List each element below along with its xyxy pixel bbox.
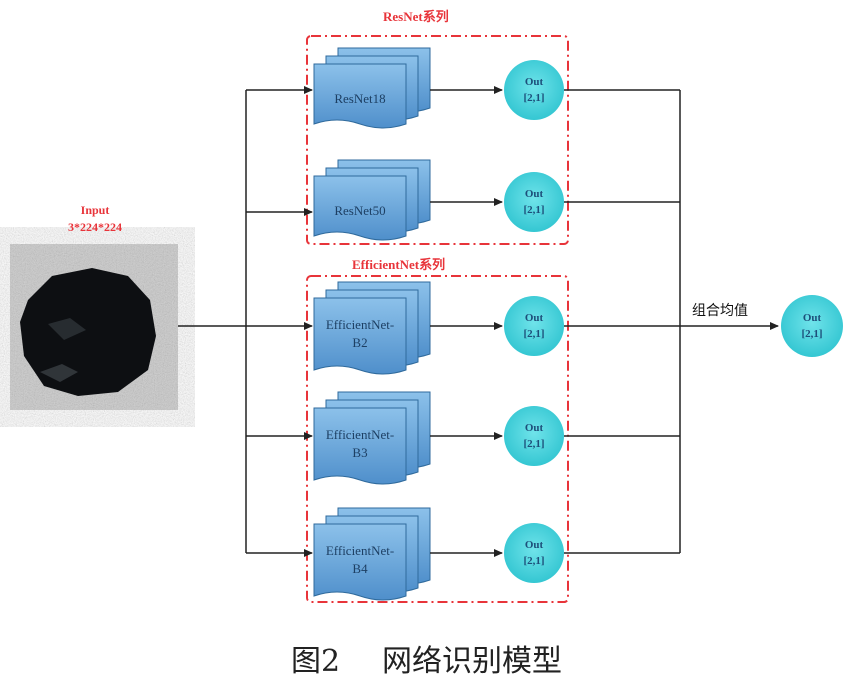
network-label-resnet50: ResNet50 [314, 202, 406, 220]
output-shape: [2,1] [523, 438, 545, 450]
output-title: Out [524, 539, 544, 551]
resnet-group-title: ResNet系列 [383, 9, 449, 24]
network-variant: B4 [352, 561, 368, 576]
efficientnet-group-title: EfficientNet系列 [352, 257, 446, 272]
network-stack-efficientnet-b3 [313, 391, 431, 485]
input-title: Input [80, 203, 110, 217]
output-label-efficientnet-b3: Out [2,1] [504, 420, 564, 452]
network-stack-resnet18 [313, 47, 431, 129]
output-label-resnet18: Out [2,1] [504, 74, 564, 106]
output-title: Out [524, 312, 544, 324]
output-node-resnet50 [504, 172, 564, 232]
output-label-resnet50: Out [2,1] [504, 186, 564, 218]
network-name: ResNet50 [334, 203, 386, 218]
network-variant: B2 [352, 335, 368, 350]
network-label-efficientnet-b2: EfficientNet- B2 [314, 316, 406, 352]
network-label-efficientnet-b3: EfficientNet- B3 [314, 426, 406, 462]
output-title: Out [524, 188, 544, 200]
network-output-arrows [430, 86, 503, 557]
network-name: EfficientNet- [325, 543, 395, 558]
coal-rock [20, 268, 156, 396]
network-stack-efficientnet-b2 [313, 281, 431, 375]
network-name: ResNet18 [334, 91, 386, 106]
network-variant: B3 [352, 445, 368, 460]
output-node-efficientnet-b2 [504, 296, 564, 356]
input-label: Input 3*224*224 [40, 202, 150, 236]
output-shape: [2,1] [523, 204, 545, 216]
output-title: Out [524, 76, 544, 88]
output-node-efficientnet-b4 [504, 523, 564, 583]
input-shape: 3*224*224 [68, 220, 122, 234]
output-title: Out [524, 422, 544, 434]
network-stack-resnet50 [313, 159, 431, 241]
combine-label: 组合均值 [692, 303, 748, 319]
network-label-resnet18: ResNet18 [314, 90, 406, 108]
input-image [10, 244, 178, 410]
output-shape: [2,1] [523, 92, 545, 104]
resnet-group-box [306, 35, 569, 245]
final-output-label: Out [2,1] [782, 310, 842, 342]
network-name: EfficientNet- [325, 317, 395, 332]
input-connectors [178, 86, 313, 557]
figure-caption: 图2 网络识别模型 [0, 636, 853, 680]
output-node-efficientnet-b3 [504, 406, 564, 466]
final-output-title: Out [802, 312, 822, 324]
network-name: EfficientNet- [325, 427, 395, 442]
output-label-efficientnet-b4: Out [2,1] [504, 537, 564, 569]
network-stack-efficientnet-b4 [313, 507, 431, 601]
figure-title: 网络识别模型 [382, 644, 563, 679]
output-node-resnet18 [504, 60, 564, 120]
merge-connectors [564, 89, 779, 554]
figure-number: 图2 [290, 644, 341, 679]
output-shape: [2,1] [523, 555, 545, 567]
final-output-node [781, 295, 843, 357]
output-shape: [2,1] [523, 328, 545, 340]
output-label-efficientnet-b2: Out [2,1] [504, 310, 564, 342]
network-label-efficientnet-b4: EfficientNet- B4 [314, 542, 406, 578]
final-output-shape: [2,1] [801, 328, 823, 340]
